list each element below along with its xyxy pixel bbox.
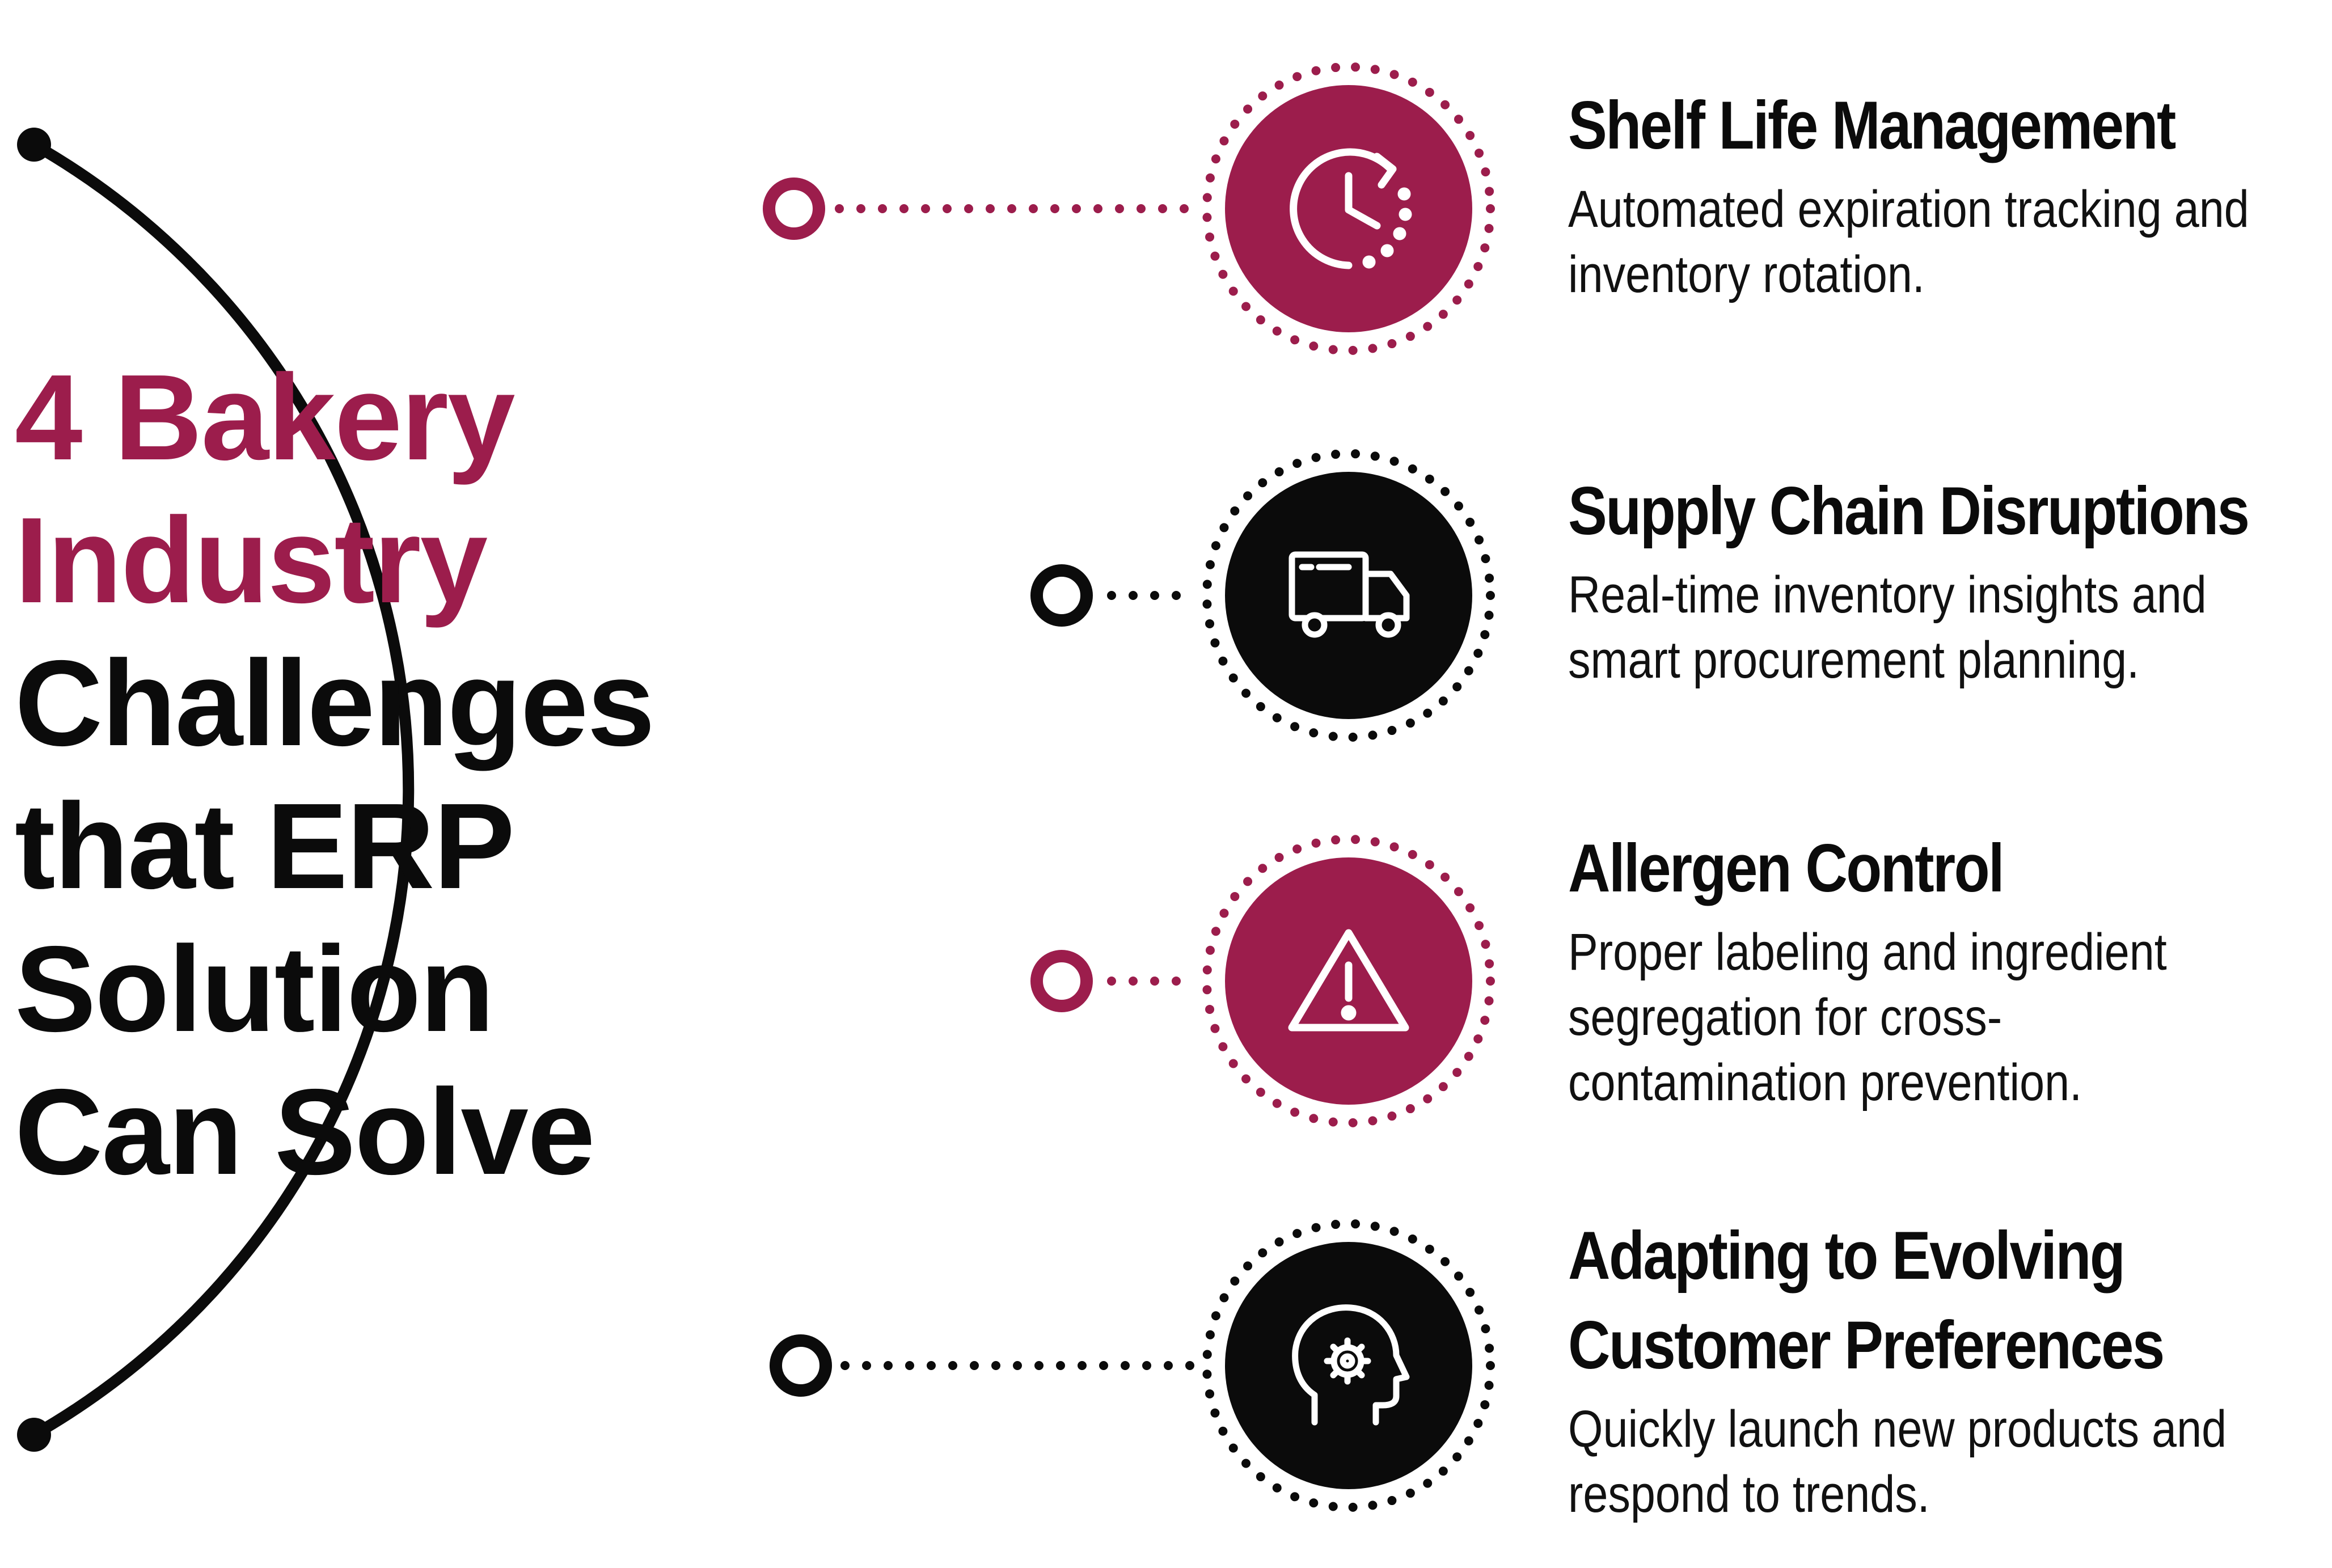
title-line-6: Can Solve: [15, 1063, 595, 1200]
challenge-heading: Shelf Life Management: [1568, 87, 2176, 163]
title-line-3: Challenges: [15, 635, 655, 771]
icon-badge-3: [1202, 835, 1495, 1127]
challenge-description: Real-time inventory insights and smart p…: [1568, 566, 2207, 689]
head-gear-icon: [1292, 1304, 1410, 1426]
warning-triangle-icon: [1288, 929, 1409, 1032]
main-arc: [28, 139, 415, 1440]
title-line-5: Solution: [15, 920, 495, 1057]
challenge-item-3: Allergen Control Proper labeling and ing…: [1568, 823, 2322, 1115]
arc-node-1: [763, 177, 825, 240]
title-line-1: 4 Bakery: [15, 349, 516, 485]
challenge-item-4: Adapting to Evolving Customer Preference…: [1568, 1211, 2322, 1527]
challenge-description: Automated expiration tracking and invent…: [1568, 180, 2249, 303]
icon-badge-1: [1202, 62, 1495, 355]
arc-end-top: [17, 128, 51, 162]
arc-node-2: [1030, 564, 1093, 627]
challenge-item-2: Supply Chain Disruptions Real-time inven…: [1568, 466, 2322, 693]
arc-end-bottom: [17, 1418, 51, 1452]
challenge-heading: Allergen Control: [1568, 830, 2005, 906]
arc-node-4: [770, 1334, 832, 1397]
arc-node-3: [1030, 950, 1093, 1012]
icon-badge-4: [1202, 1219, 1495, 1512]
title-line-2: Industry: [15, 492, 488, 628]
challenge-description: Quickly launch new products and respond …: [1568, 1400, 2227, 1523]
challenge-heading: Adapting to Evolving Customer Preference…: [1568, 1218, 2165, 1383]
challenge-description: Proper labeling and ingredient segregati…: [1568, 923, 2167, 1111]
clock-refresh-icon: [1290, 148, 1412, 269]
challenge-heading: Supply Chain Disruptions: [1568, 473, 2250, 549]
page-title: 4 Bakery Industry Challenges that ERP So…: [15, 346, 655, 1203]
icon-badge-2: [1202, 449, 1495, 742]
title-line-4: that ERP: [15, 777, 515, 914]
delivery-truck-icon: [1288, 551, 1410, 638]
challenge-item-1: Shelf Life Management Automated expirati…: [1568, 81, 2322, 307]
